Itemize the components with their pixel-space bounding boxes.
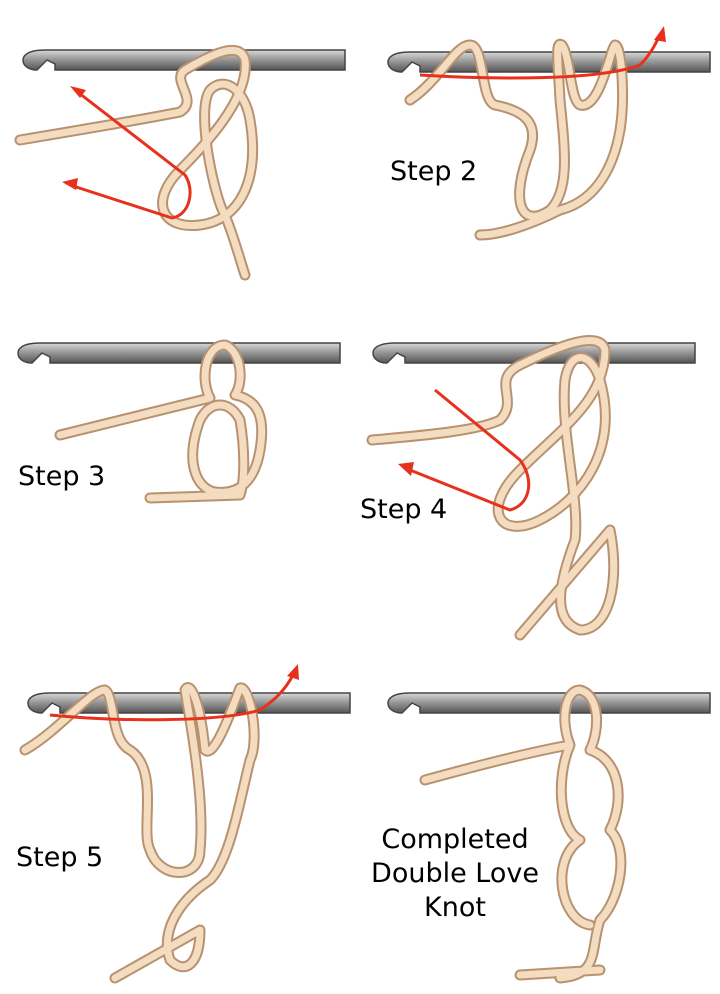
yarn <box>366 335 620 641</box>
red-arrow <box>419 34 662 80</box>
arrow-head <box>398 462 414 476</box>
step-3-panel: Step 3 <box>17 339 341 504</box>
yarn <box>19 682 260 984</box>
yarn <box>419 684 627 984</box>
yarn <box>404 38 628 241</box>
red-arrow <box>409 388 531 512</box>
yarn <box>54 339 268 504</box>
crochet-hook <box>17 342 341 364</box>
completed-label-line-2: Double Love <box>371 858 539 889</box>
yarn <box>14 45 259 281</box>
crochet-hook <box>387 692 711 714</box>
arrow-head <box>654 26 666 42</box>
completed-panel: Completed Double Love Knot <box>371 684 711 984</box>
step-5-panel: Step 5 <box>16 664 351 984</box>
red-arrow <box>49 674 295 722</box>
step-label: Step 5 <box>16 842 103 873</box>
step-2-panel: Step 2 <box>387 26 711 241</box>
step-4-panel: Step 4 <box>360 335 696 641</box>
red-arrow <box>69 88 192 220</box>
step-label: Step 3 <box>18 461 105 492</box>
completed-label-line-1: Completed <box>381 824 528 855</box>
arrow-head <box>62 178 78 190</box>
completed-label-line-3: Knot <box>424 892 486 923</box>
arrow-head <box>287 664 299 680</box>
step-1-panel <box>14 45 346 281</box>
arrow-head <box>70 86 86 98</box>
step-label: Step 4 <box>360 494 447 525</box>
step-label: Step 2 <box>390 156 477 187</box>
